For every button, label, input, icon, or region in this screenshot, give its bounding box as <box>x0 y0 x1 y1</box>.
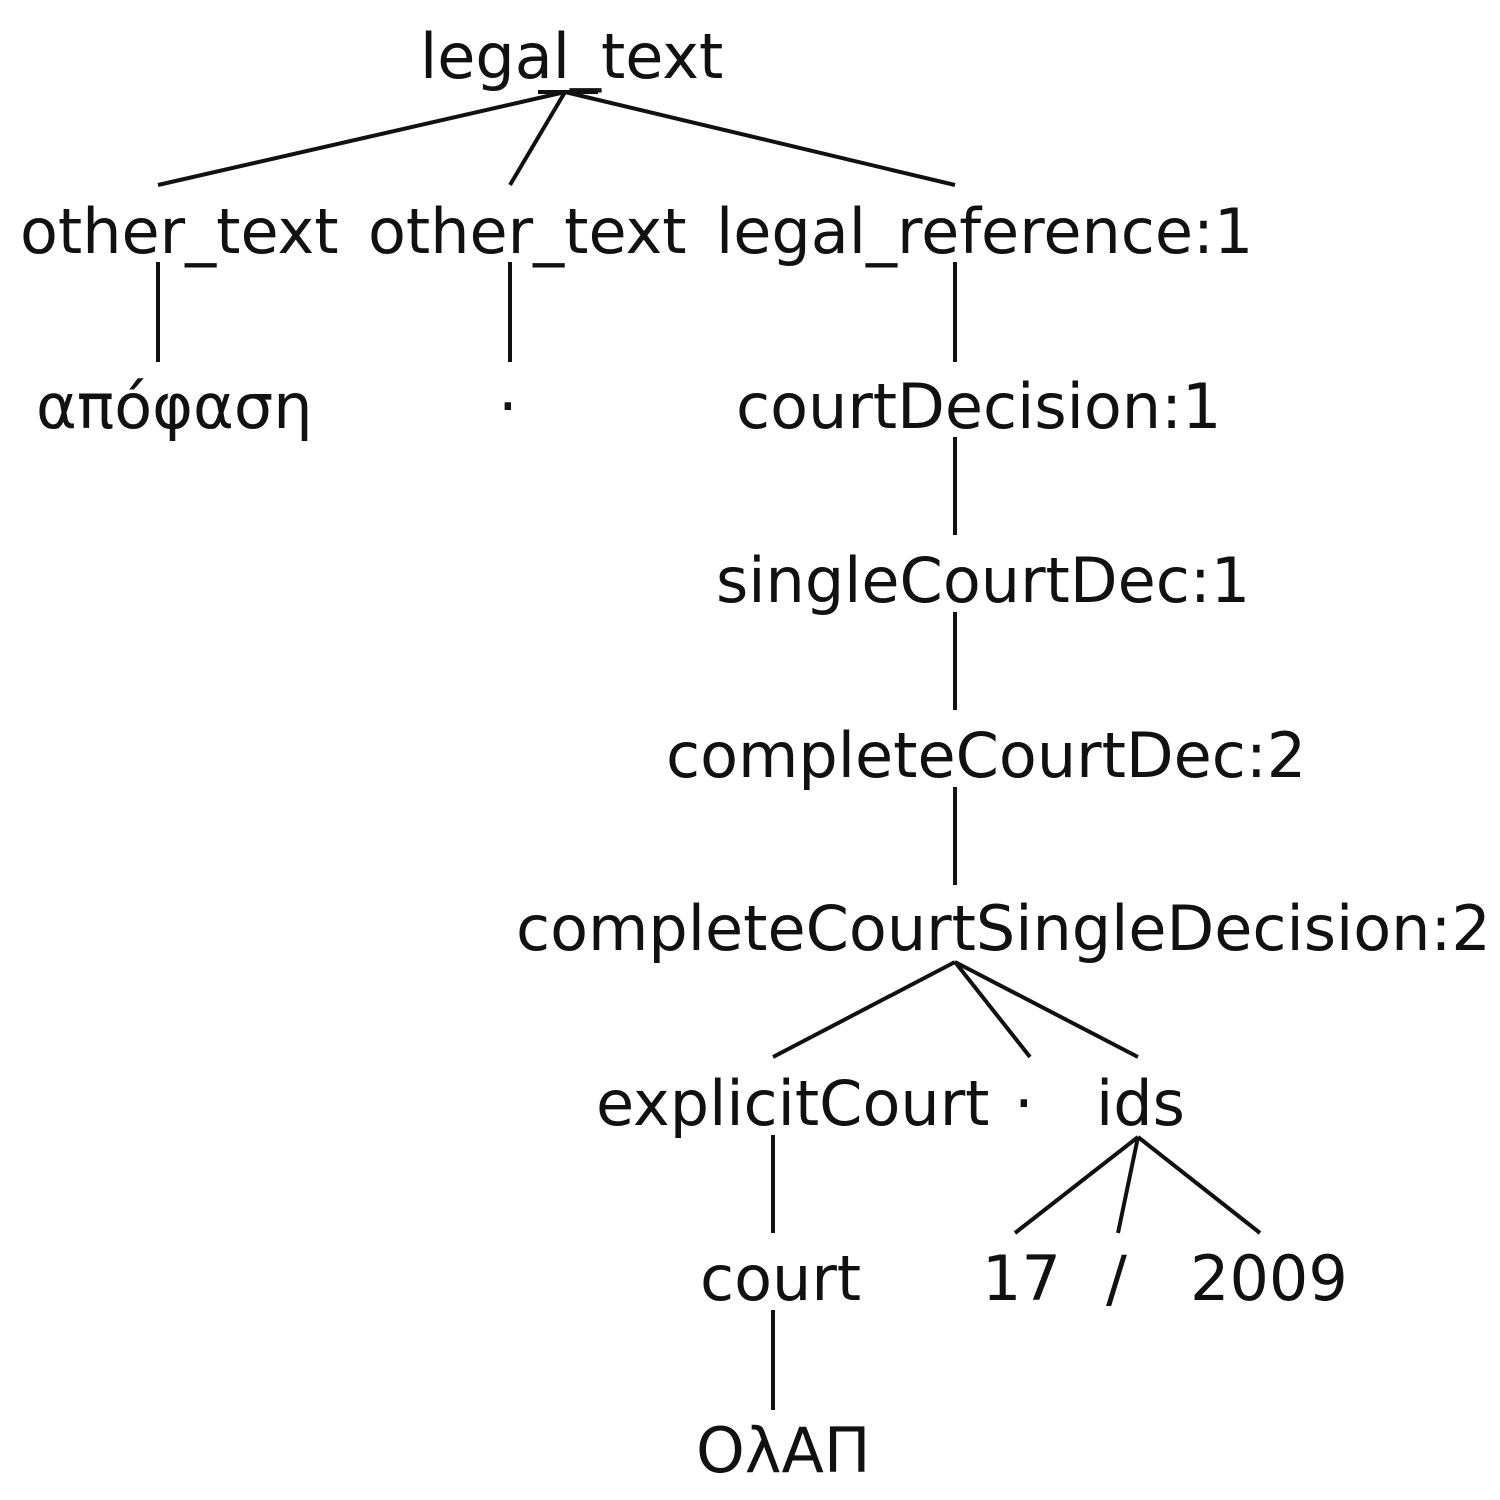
node-dot-2: · <box>1014 1067 1034 1140</box>
node-17: 17 <box>982 1242 1061 1315</box>
edge-legal-text-to-other-text-2 <box>508 90 567 187</box>
edge-legal-text-to-other-text-1 <box>157 90 566 187</box>
edge-ids-to-17 <box>1013 1135 1140 1235</box>
node-court-decision: courtDecision:1 <box>736 370 1221 443</box>
node-dot-1: · <box>498 370 518 443</box>
node-explicit-court: explicitCourt <box>596 1067 990 1140</box>
node-complete-court-single-decision: completeCourtSingleDecision:2 <box>516 892 1491 965</box>
node-other-text-1: other_text <box>20 195 339 268</box>
node-other-text-2: other_text <box>368 195 687 268</box>
node-single-court-dec: singleCourtDec:1 <box>716 544 1250 617</box>
node-apofasi: απόφαση <box>36 370 313 443</box>
edge-single-decision-to-dot <box>953 960 1032 1059</box>
edge-single-decision-to-explicit-court <box>772 960 956 1059</box>
node-court: court <box>700 1242 861 1315</box>
node-legal-reference: legal_reference:1 <box>716 195 1253 268</box>
node-olap: ΟλΑΠ <box>696 1414 871 1487</box>
edge-legal-text-to-legal-reference <box>564 90 956 187</box>
node-slash: / <box>1106 1242 1127 1315</box>
node-legal-text: legal_text <box>420 20 723 93</box>
node-2009: 2009 <box>1190 1242 1348 1315</box>
node-ids: ids <box>1096 1067 1185 1140</box>
tree-edges <box>156 90 1262 1410</box>
node-complete-court-dec: completeCourtDec:2 <box>666 719 1306 792</box>
tree-nodes: legal_text other_text other_text legal_r… <box>20 20 1491 1487</box>
edge-ids-to-slash <box>1116 1136 1140 1234</box>
edge-ids-to-2009 <box>1136 1135 1262 1235</box>
edge-single-decision-to-ids <box>954 960 1139 1059</box>
